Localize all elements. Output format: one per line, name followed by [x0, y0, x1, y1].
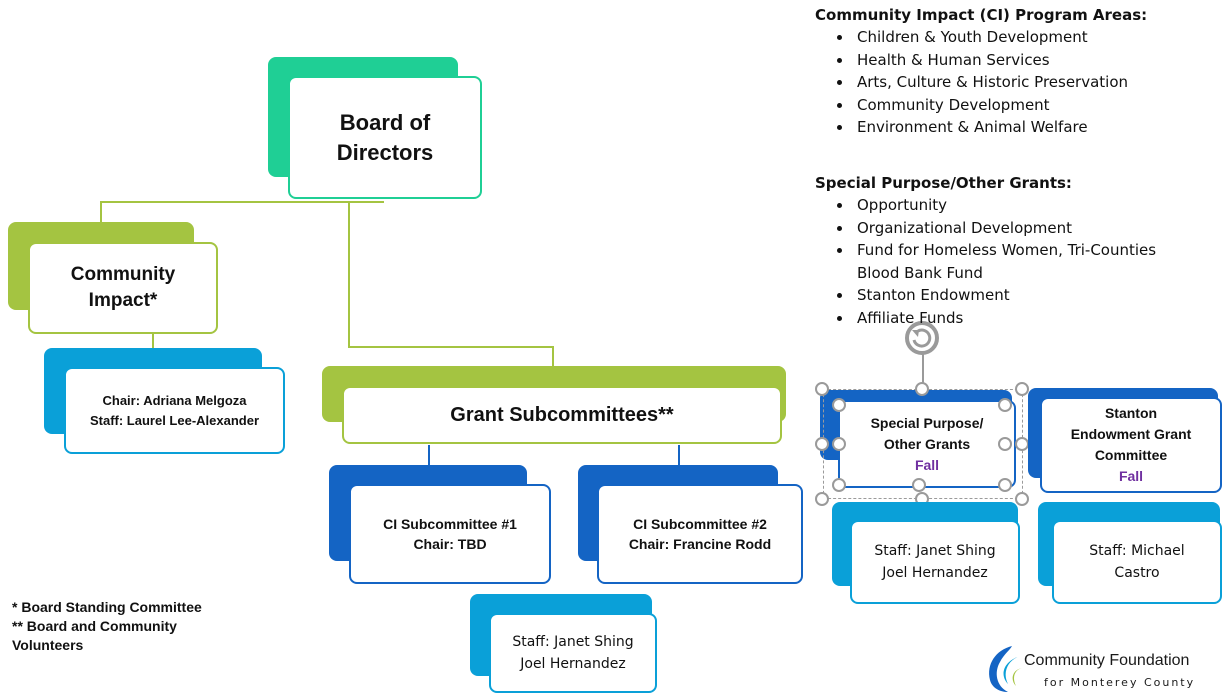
list-item: Fund for Homeless Women, Tri-Counties Bl…	[853, 239, 1195, 284]
list-item: Opportunity	[853, 194, 1195, 217]
resize-handle-tm[interactable]	[915, 382, 929, 396]
footnote-3: Volunteers	[12, 637, 84, 653]
special-grants-list-block: Special Purpose/Other Grants: Opportunit…	[815, 174, 1195, 329]
footnote-2: ** Board and Community	[12, 618, 177, 634]
connector-board-to-ci	[100, 202, 102, 222]
special-staff-line1: Staff: Janet Shing	[874, 543, 996, 559]
ci-leaders-box[interactable]: Chair: Adriana Melgoza Staff: Laurel Lee…	[64, 367, 285, 454]
list-item: Children & Youth Development	[853, 26, 1220, 49]
special-purpose-line2: Other Grants	[883, 435, 971, 452]
grant-subcommittees-box[interactable]: Grant Subcommittees**	[342, 386, 782, 444]
grant-subcommittees-label: Grant Subcommittees**	[450, 403, 674, 426]
connector-to-grants	[348, 346, 554, 348]
resize-handle-ml[interactable]	[815, 437, 829, 451]
connector-board-down	[348, 201, 350, 348]
resize-handle-inner-bl[interactable]	[832, 478, 846, 492]
ci-sub2-title: CI Subcommittee #2	[633, 516, 767, 532]
resize-handle-inner-mr[interactable]	[998, 437, 1012, 451]
ci-sub2-chair: Chair: Francine Rodd	[628, 536, 772, 552]
board-line2: Directors	[336, 139, 434, 165]
list-item: Organizational Development	[853, 217, 1195, 240]
stanton-line3: Committee	[1094, 447, 1168, 463]
logo-name: Community Foundation	[1024, 652, 1190, 669]
special-staff-box[interactable]: Staff: Janet Shing Joel Hernandez	[850, 520, 1020, 604]
connector-ci-to-leaders	[152, 332, 154, 348]
stanton-staff-line1: Staff: Michael	[1089, 543, 1185, 559]
community-impact-box[interactable]: Community Impact*	[28, 242, 218, 334]
resize-handle-inner-ml[interactable]	[832, 437, 846, 451]
ci-sub1-chair: Chair: TBD	[413, 536, 487, 552]
resize-handle-bl[interactable]	[815, 492, 829, 506]
board-of-directors-box[interactable]: Board of Directors	[288, 76, 482, 199]
board-line1: Board of	[339, 109, 431, 135]
ci-sub1-title: CI Subcommittee #1	[383, 516, 517, 532]
resize-handle-tr[interactable]	[1015, 382, 1029, 396]
connector-grants-down	[552, 346, 554, 366]
ci-chair: Chair: Adriana Melgoza	[102, 392, 247, 408]
special-purpose-line1: Special Purpose/	[870, 414, 984, 431]
footnote-1: * Board Standing Committee	[12, 599, 202, 615]
footnotes: * Board Standing Committee ** Board and …	[12, 598, 202, 655]
list-item: Environment & Animal Welfare	[853, 116, 1220, 139]
special-staff-line2: Joel Hernandez	[882, 565, 988, 581]
resize-handle-br[interactable]	[1015, 492, 1029, 506]
list-item: Stanton Endowment	[853, 284, 1195, 307]
list-item: Affiliate Funds	[853, 307, 1195, 330]
list-item: Arts, Culture & Historic Preservation	[853, 71, 1220, 94]
special-grants-list: Opportunity Organizational Development F…	[815, 194, 1195, 329]
resize-handle-mr[interactable]	[1015, 437, 1029, 451]
resize-handle-inner-bm[interactable]	[912, 478, 926, 492]
connector-grants-to-subs	[428, 445, 430, 465]
grant-staff-line2: Joel Hernandez	[520, 656, 626, 672]
grant-staff-line1: Staff: Janet Shing	[512, 634, 634, 650]
special-grants-heading: Special Purpose/Other Grants:	[815, 174, 1072, 192]
special-purpose-season: Fall	[914, 456, 940, 473]
logo-swoosh-icon	[989, 646, 1022, 692]
resize-handle-inner-br[interactable]	[998, 478, 1012, 492]
list-item: Community Development	[853, 94, 1220, 117]
community-impact-line1: Community	[70, 264, 176, 285]
list-item: Health & Human Services	[853, 49, 1220, 72]
resize-handle-inner-tl[interactable]	[832, 398, 846, 412]
ci-program-areas-list: Children & Youth Development Health & Hu…	[815, 26, 1220, 139]
connector-grants-to-sub2	[678, 445, 680, 465]
stanton-staff-box[interactable]: Staff: Michael Castro	[1052, 520, 1222, 604]
logo-tagline: for Monterey County	[1044, 676, 1196, 689]
ci-program-areas: Community Impact (CI) Program Areas: Chi…	[815, 6, 1220, 139]
community-foundation-logo: Community Foundation for Monterey County	[982, 642, 1218, 696]
connector-horizontal-top	[100, 201, 384, 203]
ci-subcommittee-2-box[interactable]: CI Subcommittee #2 Chair: Francine Rodd	[597, 484, 803, 584]
community-impact-line2: Impact*	[88, 290, 158, 311]
resize-handle-inner-tr[interactable]	[998, 398, 1012, 412]
resize-handle-tl[interactable]	[815, 382, 829, 396]
grant-staff-box[interactable]: Staff: Janet Shing Joel Hernandez	[489, 613, 657, 693]
stanton-committee-box[interactable]: Stanton Endowment Grant Committee Fall	[1040, 397, 1222, 493]
stanton-staff-line2: Castro	[1114, 565, 1160, 581]
ci-program-areas-heading: Community Impact (CI) Program Areas:	[815, 6, 1148, 24]
special-purpose-box[interactable]: Special Purpose/ Other Grants Fall	[838, 400, 1016, 488]
rotate-handle-stem	[922, 354, 924, 389]
rotate-handle-icon[interactable]	[902, 318, 942, 358]
ci-subcommittee-1-box[interactable]: CI Subcommittee #1 Chair: TBD	[349, 484, 551, 584]
stanton-season: Fall	[1118, 468, 1144, 484]
stanton-line1: Stanton	[1104, 405, 1158, 421]
ci-staff: Staff: Laurel Lee-Alexander	[89, 412, 260, 428]
stanton-line2: Endowment Grant	[1070, 426, 1192, 442]
